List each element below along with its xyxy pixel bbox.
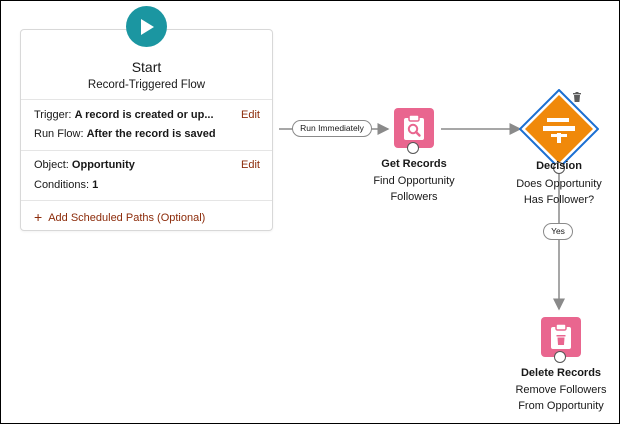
clipboard-delete-icon (551, 324, 571, 349)
get-records-connector-dot[interactable] (407, 142, 419, 154)
delete-records-desc-line2: From Opportunity (518, 400, 604, 412)
conditions-row: Conditions: 1 (34, 179, 98, 191)
decision-element[interactable] (519, 89, 599, 169)
add-scheduled-paths-link[interactable]: + Add Scheduled Paths (Optional) (34, 208, 206, 225)
get-records-description: Find Opportunity Followers (351, 173, 477, 205)
decision-connector-dot[interactable] (553, 162, 565, 174)
divider (21, 200, 272, 201)
start-element-card[interactable]: Start Record-Triggered Flow Trigger: A r… (20, 29, 273, 231)
trash-icon[interactable] (572, 92, 582, 102)
delete-records-connector-dot[interactable] (554, 351, 566, 363)
run-flow-value: After the record is saved (86, 128, 216, 140)
divider (21, 150, 272, 151)
start-title: Start (131, 59, 162, 75)
decision-title: Decision (536, 160, 582, 172)
get-records-title: Get Records (381, 158, 447, 170)
object-value: Opportunity (71, 159, 135, 171)
trigger-value: A record is created or up... (74, 109, 214, 121)
delete-records-desc-line1: Remove Followers (515, 384, 607, 396)
decision-description: Does Opportunity Has Follower? (496, 176, 620, 208)
yes-outcome-label[interactable]: Yes (543, 223, 573, 240)
edit-trigger-link[interactable]: Edit (241, 109, 260, 121)
conditions-value: 1 (92, 179, 99, 191)
conditions-label: Conditions: (34, 179, 90, 191)
divider (21, 99, 272, 100)
get-records-element[interactable] (394, 108, 434, 148)
clipboard-search-icon (404, 115, 424, 140)
play-icon (126, 6, 167, 47)
decision-desc-line1: Does Opportunity (516, 178, 602, 190)
run-flow-row: Run Flow: After the record is saved (34, 128, 216, 140)
run-immediately-label[interactable]: Run Immediately (292, 120, 372, 137)
run-flow-label: Run Flow: (34, 128, 84, 140)
object-label: Object: (34, 159, 69, 171)
trigger-row: Trigger: A record is created or up... (34, 109, 214, 121)
get-records-desc-line2: Followers (390, 191, 438, 203)
decision-icon (543, 118, 575, 143)
edit-object-link[interactable]: Edit (241, 159, 260, 171)
add-scheduled-paths-label: Add Scheduled Paths (Optional) (48, 212, 206, 224)
delete-records-element[interactable] (541, 317, 581, 357)
delete-records-description: Remove Followers From Opportunity (498, 382, 620, 414)
get-records-desc-line1: Find Opportunity (373, 175, 455, 187)
delete-records-title: Delete Records (520, 367, 602, 379)
start-subtitle: Record-Triggered Flow (87, 79, 206, 91)
plus-icon: + (34, 209, 43, 225)
trigger-label: Trigger: (34, 109, 72, 121)
object-row: Object: Opportunity (34, 159, 135, 171)
decision-desc-line2: Has Follower? (523, 194, 595, 206)
